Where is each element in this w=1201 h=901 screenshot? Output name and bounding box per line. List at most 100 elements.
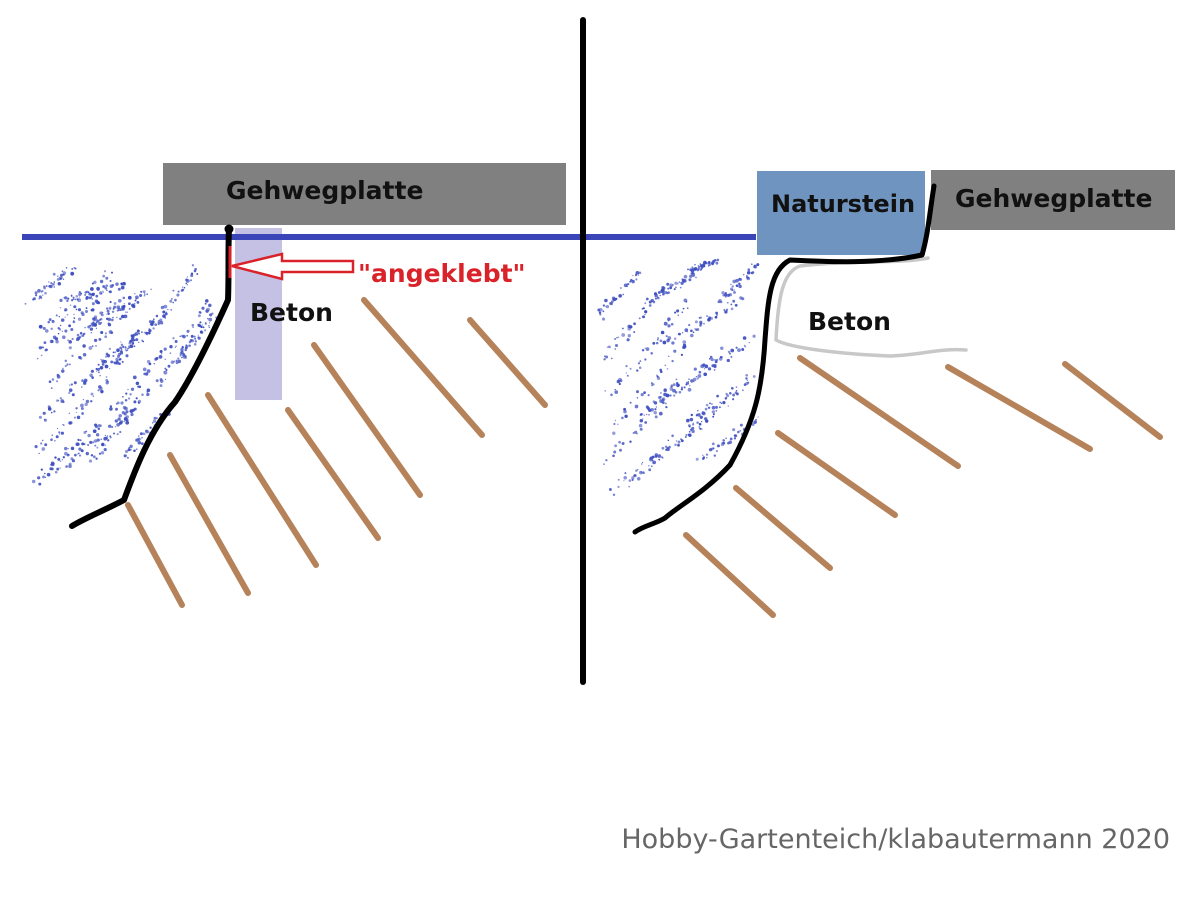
water-speck bbox=[96, 446, 99, 449]
water-speck bbox=[697, 267, 700, 270]
water-speck bbox=[68, 363, 71, 366]
water-speck bbox=[732, 398, 735, 401]
water-speck bbox=[44, 443, 48, 447]
water-speck bbox=[51, 282, 55, 286]
water-speck bbox=[704, 261, 707, 263]
water-speck bbox=[95, 294, 99, 298]
water-speck bbox=[208, 317, 213, 322]
water-speck bbox=[64, 364, 67, 368]
water-speck bbox=[128, 307, 131, 310]
water-speck bbox=[68, 388, 73, 392]
water-speck bbox=[657, 291, 661, 294]
water-speck bbox=[197, 334, 199, 336]
water-speck bbox=[667, 336, 672, 340]
water-speck bbox=[645, 413, 648, 416]
water-speck bbox=[172, 337, 175, 340]
water-speck bbox=[610, 393, 613, 397]
water-speck bbox=[199, 321, 202, 324]
water-speck bbox=[108, 291, 110, 293]
water-speck bbox=[61, 459, 63, 461]
water-speck bbox=[72, 320, 76, 324]
water-speck bbox=[115, 407, 118, 411]
water-speck bbox=[87, 325, 91, 329]
water-speck bbox=[636, 468, 639, 471]
water-speck bbox=[726, 301, 729, 304]
water-speck bbox=[114, 419, 118, 423]
water-speck bbox=[142, 432, 145, 435]
water-speck bbox=[186, 335, 188, 337]
water-speck bbox=[98, 452, 102, 455]
water-speck bbox=[116, 422, 120, 427]
water-speck bbox=[56, 277, 60, 281]
water-speck bbox=[106, 289, 108, 292]
water-speck bbox=[38, 297, 40, 300]
concrete-right-label: Beton bbox=[808, 307, 891, 336]
water-speck bbox=[91, 441, 95, 444]
water-speck bbox=[659, 391, 662, 394]
water-speck bbox=[697, 413, 701, 417]
water-speck bbox=[755, 421, 758, 423]
water-speck bbox=[150, 288, 152, 291]
water-speck bbox=[639, 414, 642, 416]
water-speck bbox=[624, 414, 628, 419]
water-speck bbox=[617, 423, 619, 426]
water-speck bbox=[194, 340, 198, 343]
water-speck bbox=[664, 402, 667, 405]
water-speck bbox=[688, 430, 691, 433]
water-speck bbox=[675, 440, 678, 442]
water-speck bbox=[98, 338, 102, 341]
water-speck bbox=[85, 399, 90, 404]
water-speck bbox=[670, 385, 673, 388]
water-speck bbox=[34, 291, 38, 295]
water-speck bbox=[201, 324, 203, 326]
water-speck bbox=[124, 348, 127, 351]
water-speck bbox=[81, 379, 84, 382]
water-speck bbox=[179, 352, 183, 356]
water-speck bbox=[667, 291, 671, 294]
water-speck bbox=[739, 423, 743, 427]
water-speck bbox=[127, 397, 131, 400]
water-speck bbox=[80, 403, 84, 408]
water-speck bbox=[116, 354, 121, 358]
water-speck bbox=[112, 361, 115, 364]
water-speck bbox=[55, 435, 59, 439]
water-speck bbox=[695, 457, 699, 461]
water-speck bbox=[198, 310, 202, 314]
water-speck bbox=[727, 405, 730, 407]
water-speck bbox=[84, 402, 88, 407]
water-speck bbox=[699, 263, 702, 265]
water-speck bbox=[78, 454, 82, 457]
water-speck bbox=[50, 411, 53, 414]
water-speck bbox=[133, 333, 137, 337]
water-speck bbox=[190, 334, 194, 338]
water-speck bbox=[82, 344, 86, 348]
water-speck bbox=[181, 288, 185, 292]
water-speck bbox=[671, 434, 674, 438]
water-speck bbox=[105, 376, 108, 378]
water-speck bbox=[153, 416, 157, 420]
copyright-caption: Hobby-Gartenteich/klabautermann 2020 bbox=[621, 824, 1170, 855]
water-speck bbox=[629, 367, 632, 370]
water-speck bbox=[753, 265, 757, 269]
water-speck bbox=[685, 383, 688, 386]
water-speck bbox=[106, 313, 108, 315]
water-speck bbox=[648, 300, 652, 304]
water-speck bbox=[699, 316, 703, 319]
water-speck bbox=[197, 314, 201, 318]
water-speck bbox=[78, 447, 82, 451]
water-speck bbox=[661, 446, 665, 450]
water-speck bbox=[38, 324, 43, 329]
water-speck bbox=[751, 423, 755, 426]
water-speck bbox=[739, 429, 742, 432]
water-speck bbox=[152, 322, 154, 325]
water-speck bbox=[612, 431, 616, 435]
water-speck bbox=[57, 275, 59, 277]
water-speck bbox=[123, 314, 128, 319]
water-speck bbox=[641, 307, 644, 310]
water-speck bbox=[85, 430, 87, 432]
water-speck bbox=[688, 278, 692, 282]
water-speck bbox=[59, 306, 62, 309]
water-speck bbox=[667, 324, 671, 328]
water-speck bbox=[71, 267, 74, 270]
water-speck bbox=[647, 394, 650, 397]
